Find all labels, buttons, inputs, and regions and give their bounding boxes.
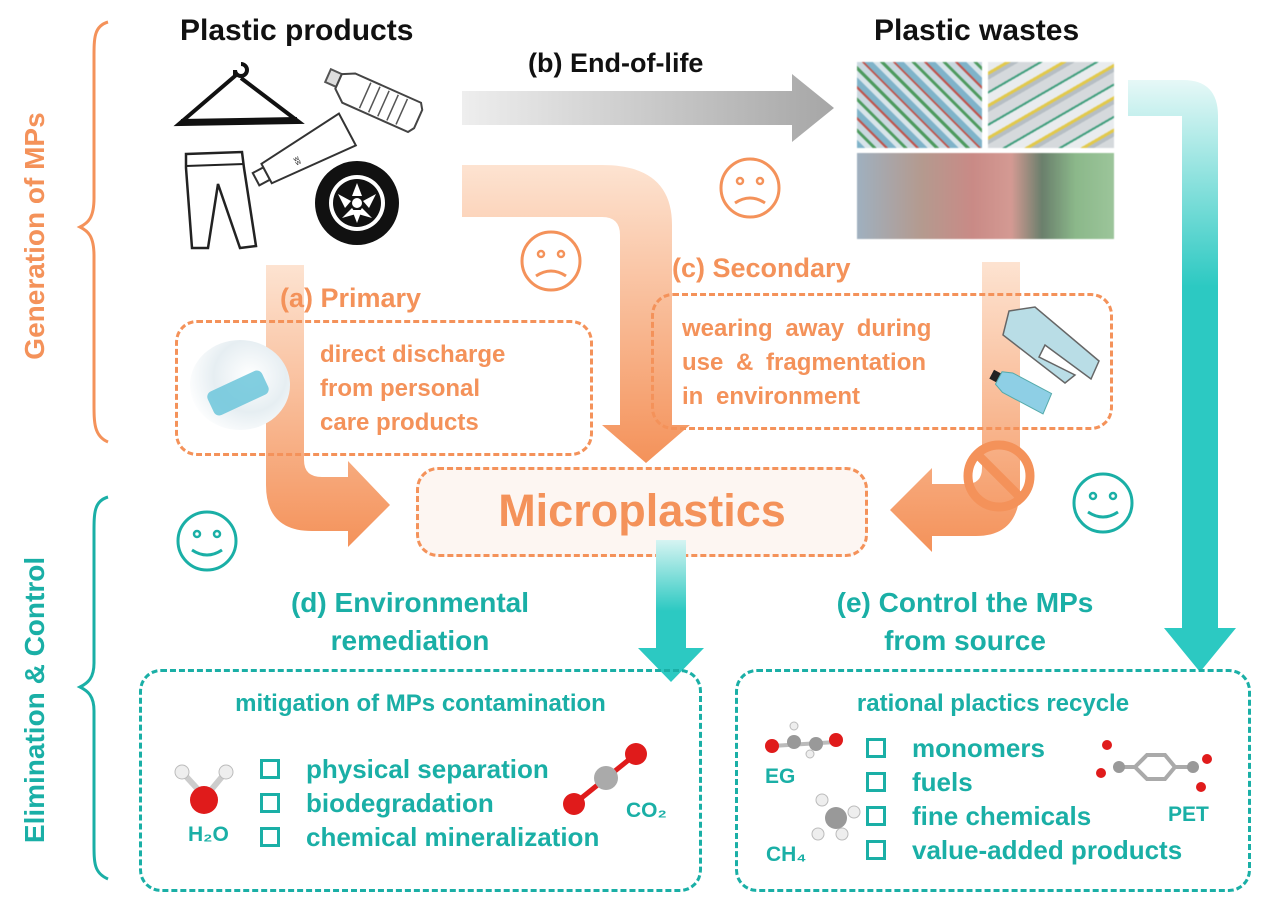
co2-molecule-icon <box>563 743 647 815</box>
jeans-icon <box>184 150 258 250</box>
happy-face-icon <box>176 510 238 572</box>
list-item: fuels <box>866 765 1182 799</box>
methane-molecule-icon <box>811 793 861 841</box>
elimination-label: Elimination & Control <box>19 556 50 844</box>
checkbox-icon <box>866 806 886 826</box>
end-of-life-arrow <box>462 74 834 142</box>
control-box-title: rational plactics recycle <box>856 690 1130 717</box>
toothpaste-icon: ʬ <box>251 112 358 187</box>
plastic-wastes-title: Plastic wastes <box>874 14 1080 47</box>
bottle-icon <box>323 67 424 134</box>
checkbox-icon <box>866 772 886 792</box>
list-item: chemical mineralization <box>260 820 599 854</box>
list-item: fine chemicals <box>866 799 1182 833</box>
secondary-arrow <box>890 262 1020 552</box>
microplastics-to-remediation-arrow <box>638 540 704 682</box>
remediation-box-title: mitigation of MPs contamination <box>235 690 606 717</box>
generation-label: Generation of MPs <box>19 112 50 360</box>
secondary-title: (c) Secondary <box>672 253 851 283</box>
products-to-microplastics-arrow <box>462 165 690 463</box>
generation-bracket <box>76 20 109 444</box>
waste-photo-bags <box>988 62 1114 148</box>
pet-molecule-icon <box>1096 740 1212 792</box>
ch4-label: CH₄ <box>766 843 807 866</box>
eg-label: EG <box>765 765 796 788</box>
control-list: monomers fuels fine chemicals value-adde… <box>866 731 1182 867</box>
primary-title: (a) Primary <box>280 283 422 313</box>
waste-photo-bottles <box>857 62 982 148</box>
checkbox-icon <box>260 759 280 779</box>
prohibited-icon <box>963 440 1035 512</box>
remediation-box <box>139 669 702 892</box>
secondary-box <box>651 293 1113 430</box>
toothpaste-beads-image <box>190 340 290 430</box>
list-item: monomers <box>866 731 1182 765</box>
h2o-label: H₂O <box>188 823 229 846</box>
tire-icon <box>315 161 399 245</box>
checkbox-icon <box>260 827 280 847</box>
checkbox-icon <box>866 738 886 758</box>
co2-label: CO₂ <box>626 799 667 822</box>
primary-box <box>175 320 593 456</box>
elimination-bracket <box>76 495 109 881</box>
primary-arrow <box>266 265 390 547</box>
end-of-life-label: (b) End-of-life <box>528 48 704 78</box>
ethylene-glycol-molecule-icon <box>765 721 843 759</box>
sad-face-icon <box>719 157 781 219</box>
microplastics-box <box>416 467 868 557</box>
plastic-products-title: Plastic products <box>180 14 414 47</box>
sad-face-icon <box>520 230 582 292</box>
checkbox-icon <box>866 840 886 860</box>
primary-description: direct discharge from personal care prod… <box>320 341 506 436</box>
blue-bottle-icon <box>989 369 1053 415</box>
blue-jeans-icon <box>1002 306 1100 384</box>
waste-photo-textiles <box>857 153 1114 239</box>
checkbox-icon <box>260 793 280 813</box>
hanger-icon <box>173 62 305 127</box>
list-item: biodegradation <box>260 786 599 820</box>
wastes-to-control-arrow <box>1128 80 1236 672</box>
control-box <box>735 669 1251 892</box>
water-molecule-icon <box>174 764 234 814</box>
pet-label: PET <box>1168 803 1209 826</box>
happy-face-icon <box>1072 472 1134 534</box>
list-item: physical separation <box>260 752 599 786</box>
remediation-title: (d) Environmental remediation <box>290 587 529 656</box>
remediation-list: physical separation biodegradation chemi… <box>260 752 599 854</box>
secondary-description: wearing away during use & fragmentation … <box>682 315 932 410</box>
control-title: (e) Control the MPs from source <box>836 587 1094 656</box>
microplastics-title: Microplastics <box>498 485 786 536</box>
list-item: value-added products <box>866 833 1182 867</box>
